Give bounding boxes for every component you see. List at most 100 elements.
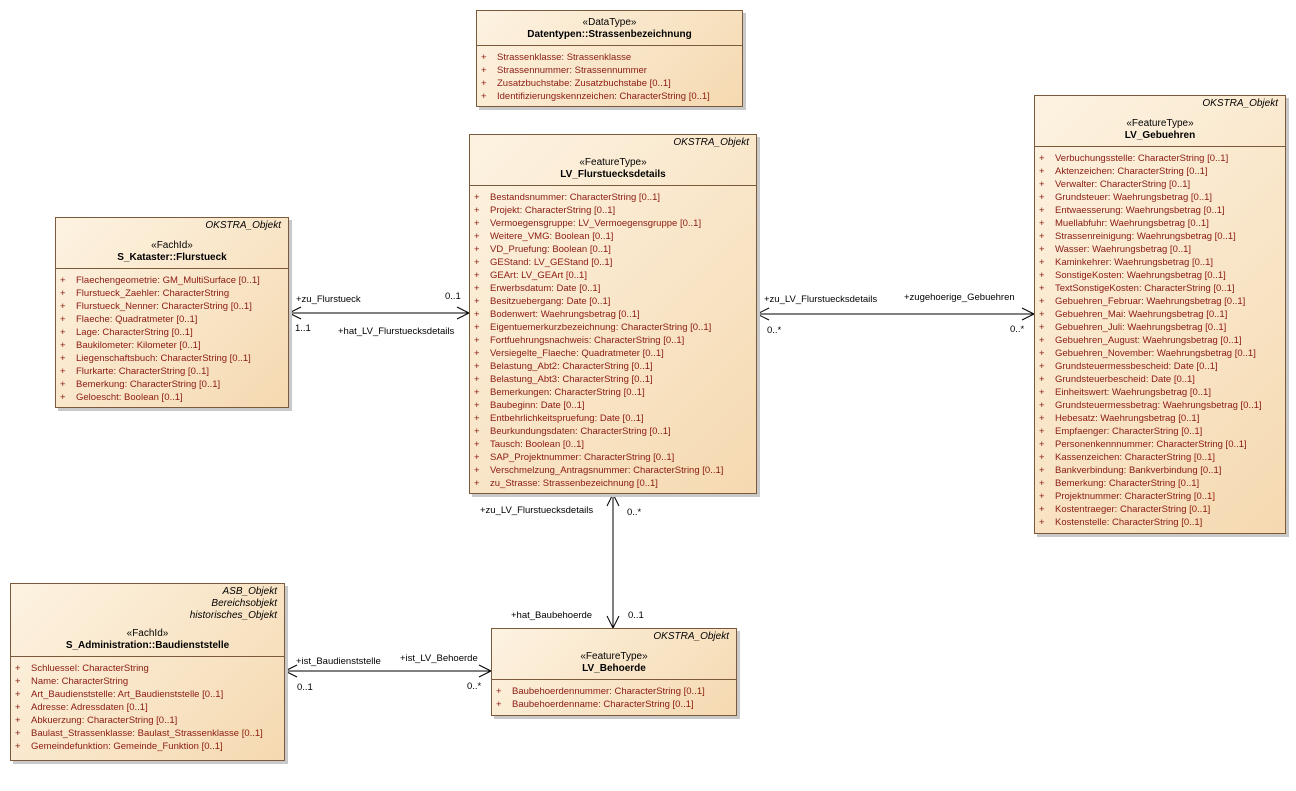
visibility-marker: + [474, 283, 480, 294]
attribute-row[interactable]: +Grundsteuer: Waehrungsbetrag [0..1] [1037, 191, 1283, 204]
visibility-marker: + [1039, 218, 1045, 229]
attribute-row[interactable]: +Strassennummer: Strassennummer [479, 64, 740, 77]
attribute-row[interactable]: +SAP_Projektnummer: CharacterString [0..… [472, 451, 754, 464]
attribute-row[interactable]: +Versiegelte_Flaeche: Quadratmeter [0..1… [472, 347, 754, 360]
attribute-row[interactable]: +Grundsteuerbescheid: Date [0..1] [1037, 373, 1283, 386]
attribute-row[interactable]: +Strassenklasse: Strassenklasse [479, 51, 740, 64]
attribute-row[interactable]: +Strassenreinigung: Waehrungsbetrag [0..… [1037, 230, 1283, 243]
attribute-row[interactable]: +Beurkundungsdaten: CharacterString [0..… [472, 425, 754, 438]
attribute-row[interactable]: +Besitzuebergang: Date [0..1] [472, 295, 754, 308]
attribute-row[interactable]: +Zusatzbuchstabe: Zusatzbuchstabe [0..1] [479, 77, 740, 90]
attribute-row[interactable]: +Belastung_Abt2: CharacterString [0..1] [472, 360, 754, 373]
attribute-row[interactable]: +Bodenwert: Waehrungsbetrag [0..1] [472, 308, 754, 321]
attribute-row[interactable]: +Vermoegensgruppe: LV_Vermoegensgruppe [… [472, 217, 754, 230]
role-zugehoerige-gebuehren: +zugehoerige_Gebuehren [904, 292, 1015, 303]
attribute-row[interactable]: +GEStand: LV_GEStand [0..1] [472, 256, 754, 269]
attribute-row[interactable]: +Aktenzeichen: CharacterString [0..1] [1037, 165, 1283, 178]
stereotype-label: «FeatureType» [580, 651, 648, 662]
visibility-marker: + [474, 309, 480, 320]
attribute-row[interactable]: +Weitere_VMG: Boolean [0..1] [472, 230, 754, 243]
attribute-row[interactable]: +Gebuehren_November: Waehrungsbetrag [0.… [1037, 347, 1283, 360]
role-ist-baudienststelle: +ist_Baudienststelle [296, 656, 381, 667]
attribute-row[interactable]: +Gebuehren_August: Waehrungsbetrag [0..1… [1037, 334, 1283, 347]
attribute-row[interactable]: +Hebesatz: Waehrungsbetrag [0..1] [1037, 412, 1283, 425]
attribute-row[interactable]: +Flurkarte: CharacterString [0..1] [58, 365, 286, 378]
attribute-row[interactable]: +Bestandsnummer: CharacterString [0..1] [472, 191, 754, 204]
class-s-kataster-flurstueck[interactable]: OKSTRA_Objekt «FachId» S_Kataster::Flurs… [55, 217, 289, 408]
attribute-row[interactable]: +Projekt: CharacterString [0..1] [472, 204, 754, 217]
attribute-row[interactable]: +Gebuehren_Mai: Waehrungsbetrag [0..1] [1037, 308, 1283, 321]
attribute-row[interactable]: +Gebuehren_Februar: Waehrungsbetrag [0..… [1037, 295, 1283, 308]
visibility-marker: + [474, 192, 480, 203]
attribute-row[interactable]: +Entwaesserung: Waehrungsbetrag [0..1] [1037, 204, 1283, 217]
attribute-row[interactable]: +Flaechengeometrie: GM_MultiSurface [0..… [58, 274, 286, 287]
attribute-row[interactable]: +Baubehoerdenname: CharacterString [0..1… [494, 698, 734, 711]
attribute-row[interactable]: +Empfaenger: CharacterString [0..1] [1037, 425, 1283, 438]
attribute-row[interactable]: +Belastung_Abt3: CharacterString [0..1] [472, 373, 754, 386]
attribute-text: Personenkennnummer: CharacterString [0..… [1055, 439, 1247, 450]
attribute-row[interactable]: +Verbuchungsstelle: CharacterString [0..… [1037, 152, 1283, 165]
class-s-administration-baudienststelle[interactable]: ASB_Objekt Bereichsobjekt historisches_O… [10, 583, 285, 761]
attribute-row[interactable]: +VD_Pruefung: Boolean [0..1] [472, 243, 754, 256]
attribute-row[interactable]: +Projektnummer: CharacterString [0..1] [1037, 490, 1283, 503]
attribute-row[interactable]: +Baulast_Strassenklasse: Baulast_Strasse… [13, 727, 282, 740]
attribute-row[interactable]: +Kostenstelle: CharacterString [0..1] [1037, 516, 1283, 529]
attribute-row[interactable]: +Fortfuehrungsnachweis: CharacterString … [472, 334, 754, 347]
class-lv-flurstuecksdetails[interactable]: OKSTRA_Objekt «FeatureType» LV_Flurstuec… [469, 134, 757, 494]
attribute-row[interactable]: +Personenkennnummer: CharacterString [0.… [1037, 438, 1283, 451]
class-lv-gebuehren[interactable]: OKSTRA_Objekt «FeatureType» LV_Gebuehren… [1034, 95, 1286, 534]
attribute-row[interactable]: +Grundsteuermessbescheid: Date [0..1] [1037, 360, 1283, 373]
attribute-row[interactable]: +Baubehoerdennummer: CharacterString [0.… [494, 685, 734, 698]
attribute-row[interactable]: +Muellabfuhr: Waehrungsbetrag [0..1] [1037, 217, 1283, 230]
attribute-row[interactable]: +Flurstueck_Zaehler: CharacterString [58, 287, 286, 300]
attribute-row[interactable]: +Flaeche: Quadratmeter [0..1] [58, 313, 286, 326]
attribute-row[interactable]: +Wasser: Waehrungsbetrag [0..1] [1037, 243, 1283, 256]
attribute-row[interactable]: +Erwerbsdatum: Date [0..1] [472, 282, 754, 295]
attribute-text: Bankverbindung: Bankverbindung [0..1] [1055, 465, 1222, 476]
attribute-row[interactable]: +Abkuerzung: CharacterString [0..1] [13, 714, 282, 727]
multiplicity-label: 0..1 [297, 682, 313, 693]
class-strassenbezeichnung[interactable]: «DataType» Datentypen::Strassenbezeichnu… [476, 10, 743, 107]
attribute-row[interactable]: +Gebuehren_Juli: Waehrungsbetrag [0..1] [1037, 321, 1283, 334]
attribute-row[interactable]: +Bankverbindung: Bankverbindung [0..1] [1037, 464, 1283, 477]
attribute-row[interactable]: +Entbehrlichkeitspruefung: Date [0..1] [472, 412, 754, 425]
attribute-row[interactable]: +Name: CharacterString [13, 675, 282, 688]
visibility-marker: + [1039, 283, 1045, 294]
attribute-row[interactable]: +Tausch: Boolean [0..1] [472, 438, 754, 451]
attribute-row[interactable]: +Flurstueck_Nenner: CharacterString [0..… [58, 300, 286, 313]
attribute-row[interactable]: +Gemeindefunktion: Gemeinde_Funktion [0.… [13, 740, 282, 753]
attribute-row[interactable]: +Schluessel: CharacterString [13, 662, 282, 675]
attribute-row[interactable]: +Bemerkung: CharacterString [0..1] [1037, 477, 1283, 490]
attribute-row[interactable]: +Identifizierungskennzeichen: CharacterS… [479, 90, 740, 103]
visibility-marker: + [474, 335, 480, 346]
attribute-row[interactable]: +SonstigeKosten: Waehrungsbetrag [0..1] [1037, 269, 1283, 282]
attribute-row[interactable]: +Grundsteuermessbetrag: Waehrungsbetrag … [1037, 399, 1283, 412]
visibility-marker: + [1039, 504, 1045, 515]
attribute-row[interactable]: +Kostentraeger: CharacterString [0..1] [1037, 503, 1283, 516]
attribute-row[interactable]: +Adresse: Adressdaten [0..1] [13, 701, 282, 714]
attribute-row[interactable]: +Kaminkehrer: Waehrungsbetrag [0..1] [1037, 256, 1283, 269]
attribute-row[interactable]: +Geloescht: Boolean [0..1] [58, 391, 286, 404]
attribute-row[interactable]: +Art_Baudienststelle: Art_Baudienststell… [13, 688, 282, 701]
attribute-text: Projekt: CharacterString [0..1] [490, 205, 616, 216]
attribute-row[interactable]: +Baubeginn: Date [0..1] [472, 399, 754, 412]
arrowhead-to-baudienst [283, 664, 298, 678]
attribute-row[interactable]: +zu_Strasse: Strassenbezeichnung [0..1] [472, 477, 754, 490]
visibility-marker: + [474, 374, 480, 385]
attribute-row[interactable]: +Bemerkung: CharacterString [0..1] [58, 378, 286, 391]
attribute-row[interactable]: +Eigentuemerkurzbezeichnung: CharacterSt… [472, 321, 754, 334]
attribute-row[interactable]: +GEArt: LV_GEArt [0..1] [472, 269, 754, 282]
attribute-row[interactable]: +Verwalter: CharacterString [0..1] [1037, 178, 1283, 191]
stereotype-label: «DataType» [582, 17, 637, 28]
attribute-row[interactable]: +Einheitswert: Waehrungsbetrag [0..1] [1037, 386, 1283, 399]
attribute-row[interactable]: +Kassenzeichen: CharacterString [0..1] [1037, 451, 1283, 464]
attribute-row[interactable]: +Lage: CharacterString [0..1] [58, 326, 286, 339]
attribute-row[interactable]: +Baukilometer: Kilometer [0..1] [58, 339, 286, 352]
attribute-row[interactable]: +Bemerkungen: CharacterString [0..1] [472, 386, 754, 399]
attribute-row[interactable]: +Liegenschaftsbuch: CharacterString [0..… [58, 352, 286, 365]
attribute-row[interactable]: +TextSonstigeKosten: CharacterString [0.… [1037, 282, 1283, 295]
attribute-text: Grundsteuermessbescheid: Date [0..1] [1055, 361, 1218, 372]
attribute-row[interactable]: +Verschmelzung_Antragsnummer: CharacterS… [472, 464, 754, 477]
attribute-text: Baubehoerdennummer: CharacterString [0..… [512, 686, 705, 697]
class-lv-behoerde[interactable]: OKSTRA_Objekt «FeatureType» LV_Behoerde … [491, 628, 737, 716]
